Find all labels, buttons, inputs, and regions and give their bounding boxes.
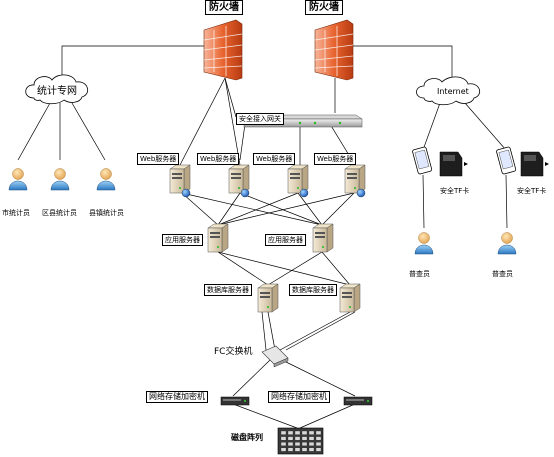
web-server-label: Web服务器 [137,153,180,165]
user-icon [50,168,70,191]
user-icon [497,232,517,255]
tf-card-icon [520,151,549,177]
globe-icon [181,188,191,198]
web-server-label: Web服务器 [314,153,357,165]
web-server-label: Web服务器 [197,153,240,165]
disk-array-label: 磁盘阵列 [231,433,263,442]
web-server-icon [169,164,191,198]
app-server-label: 应用服务器 [162,234,203,246]
user-icon [96,168,116,191]
web-server-icon [228,164,250,198]
cloud-icon [25,74,89,105]
firewall-icon [314,19,354,81]
web-server-label: Web服务器 [253,153,296,165]
investigator-label: 普查员 [492,270,513,278]
app-server-icon [312,223,334,253]
db-server-icon [339,283,361,313]
user-icon [414,232,434,255]
storage-encryptor-icon [343,396,373,406]
stat-user-label: 区县统计员 [42,209,77,217]
connection-lines [17,45,508,429]
disk-array-icon [277,427,324,455]
globe-icon [356,188,366,198]
globe-icon [240,188,250,198]
cloud-icon [416,76,481,106]
tf-card-label: 安全TF卡 [517,187,547,195]
gateway-label: 安全接入网关 [236,113,284,125]
investigator-label: 普查员 [409,270,430,278]
firewall-icon [203,19,243,81]
phone-icon [496,146,517,175]
stat-user-label: 市统计员 [2,209,30,217]
tf-card-icon [439,151,468,177]
web-server-icon [287,164,309,198]
storage-encryptor-label: 网络存储加密机 [268,391,330,403]
internet-label: Internet [437,87,469,96]
stat-user-label: 县镇统计员 [89,209,124,217]
stat-network-label: 统计专网 [37,86,77,97]
app-server-icon [207,223,229,253]
db-server-label: 数据库服务器 [289,284,337,296]
db-server-label: 数据库服务器 [204,284,252,296]
fc-switch-icon [261,345,289,368]
user-icon [8,168,28,191]
storage-encryptor-icon [220,396,250,406]
app-server-label: 应用服务器 [265,234,306,246]
firewall-label: 防火墙 [305,0,343,15]
fc-switch-label: FC交换机 [214,347,253,357]
db-server-icon [257,283,279,313]
firewall-label: 防火墙 [205,0,243,15]
tf-card-label: 安全TF卡 [440,187,470,195]
phone-icon [412,146,433,175]
globe-icon [299,188,309,198]
storage-encryptor-label: 网络存储加密机 [146,391,208,403]
web-server-icon [344,164,366,198]
